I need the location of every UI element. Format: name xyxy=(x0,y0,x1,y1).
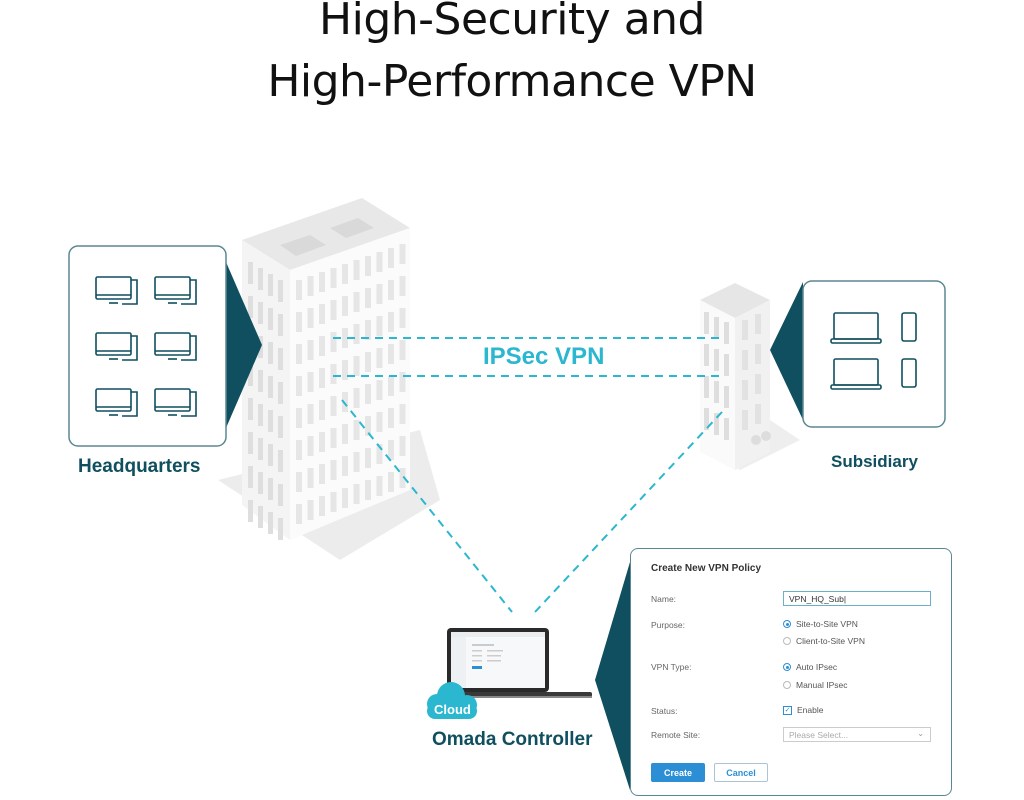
title-line-2: High-Performance VPN xyxy=(267,56,757,107)
cloud-badge-label: Cloud xyxy=(434,702,471,717)
status-label: Status: xyxy=(651,706,678,716)
desktop-icon xyxy=(154,388,197,417)
phone-icon xyxy=(901,312,917,342)
controller-laptop xyxy=(440,628,592,698)
remote-site-placeholder: Please Select... xyxy=(789,730,849,740)
radio-unselected-icon xyxy=(783,681,791,689)
create-button[interactable]: Create xyxy=(651,763,705,782)
phone-icon xyxy=(901,358,917,388)
desktop-icon xyxy=(154,276,197,305)
purpose-site-to-site-radio[interactable]: Site-to-Site VPN xyxy=(783,619,858,629)
cloud-icon xyxy=(427,682,477,719)
hq-controller-line xyxy=(341,399,513,613)
purpose-option-label: Site-to-Site VPN xyxy=(796,619,858,629)
laptop-icon xyxy=(830,312,882,344)
dialog-pointer xyxy=(595,562,630,790)
title-line-1: High-Security and xyxy=(319,0,705,45)
radio-selected-icon xyxy=(783,663,791,671)
vpn-tunnel-lines xyxy=(333,337,723,613)
name-label: Name: xyxy=(651,594,677,604)
vpn-type-label: VPN Type: xyxy=(651,662,692,672)
purpose-client-to-site-radio[interactable]: Client-to-Site VPN xyxy=(783,636,865,646)
omada-controller-label: Omada Controller xyxy=(432,729,593,750)
checkmark-icon: ✓ xyxy=(783,705,792,715)
subsidiary-building xyxy=(700,283,771,470)
headquarters-label: Headquarters xyxy=(78,456,201,477)
desktop-icon xyxy=(95,388,138,417)
name-input-value: VPN_HQ_Sub xyxy=(789,594,844,604)
laptop-icon xyxy=(830,358,882,390)
sub-pointer xyxy=(770,282,803,420)
radio-unselected-icon xyxy=(783,637,791,645)
radio-selected-icon xyxy=(783,620,791,628)
remote-site-select[interactable]: Please Select... ⌄ xyxy=(783,727,931,742)
chevron-down-icon: ⌄ xyxy=(917,729,924,738)
vpn-type-option-label: Auto IPsec xyxy=(796,662,838,672)
headquarters-building xyxy=(242,198,410,540)
hq-pointer xyxy=(226,262,262,428)
subsidiary-label: Subsidiary xyxy=(831,452,918,471)
purpose-label: Purpose: xyxy=(651,620,686,630)
create-vpn-policy-dialog: Create New VPN Policy Name: VPN_HQ_Sub| … xyxy=(630,548,952,796)
desktop-icon xyxy=(95,276,138,305)
desktop-icon xyxy=(95,332,138,361)
subsidiary-card xyxy=(770,280,946,428)
purpose-option-label: Client-to-Site VPN xyxy=(796,636,865,646)
status-option-label: Enable xyxy=(797,705,824,715)
desktop-icon xyxy=(154,332,197,361)
status-enable-checkbox[interactable]: ✓ Enable xyxy=(783,705,823,715)
dialog-title: Create New VPN Policy xyxy=(651,563,762,574)
headquarters-card xyxy=(68,245,262,447)
cancel-button[interactable]: Cancel xyxy=(714,763,768,782)
vpn-type-manual-ipsec-radio[interactable]: Manual IPsec xyxy=(783,680,848,690)
name-input[interactable]: VPN_HQ_Sub| xyxy=(783,591,931,606)
sub-controller-line xyxy=(534,411,723,613)
vpn-type-auto-ipsec-radio[interactable]: Auto IPsec xyxy=(783,662,837,672)
ipsec-vpn-label: IPSec VPN xyxy=(483,343,605,370)
vpn-type-option-label: Manual IPsec xyxy=(796,680,848,690)
remote-site-label: Remote Site: xyxy=(651,730,701,740)
